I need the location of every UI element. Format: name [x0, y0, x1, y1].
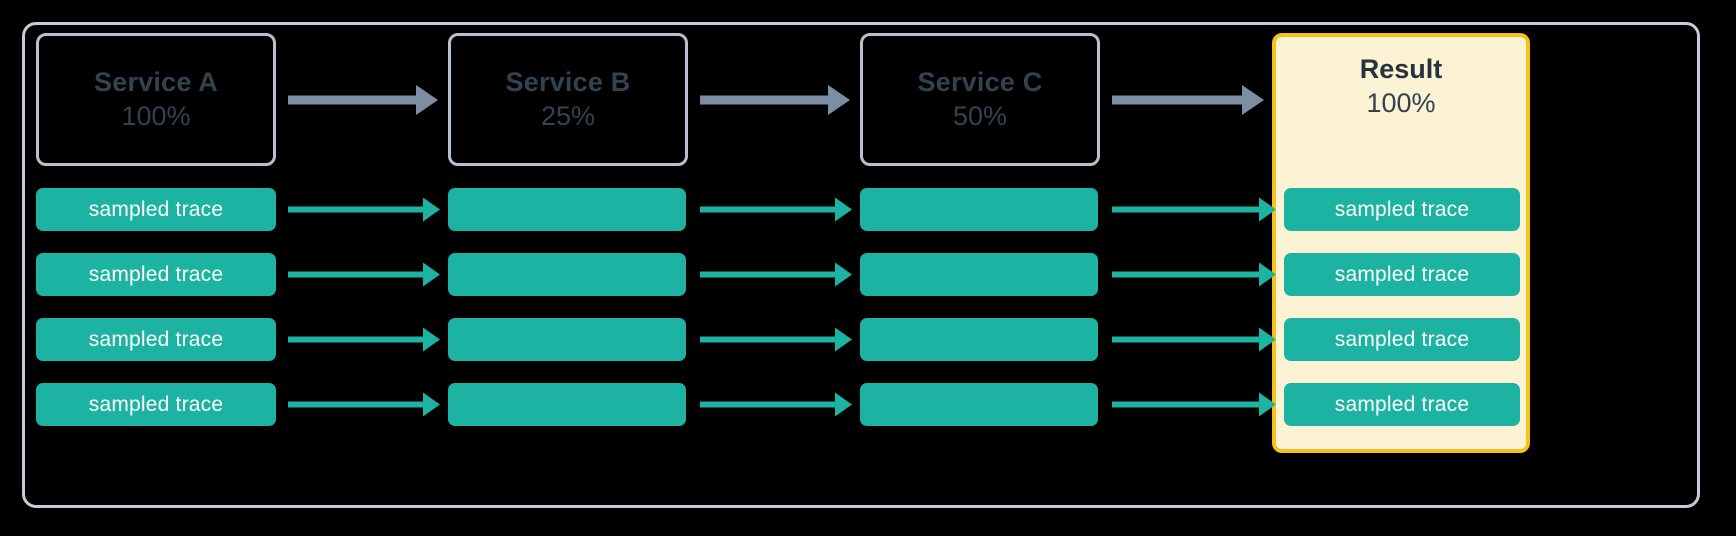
trace-bar-label: sampled trace: [88, 262, 224, 286]
trace-bar[interactable]: [860, 253, 1098, 296]
service-name-b: Service B: [505, 66, 631, 97]
trace-bar-label: sampled trace: [88, 392, 224, 416]
trace-bar[interactable]: [448, 188, 686, 231]
trace-bar[interactable]: sampled trace: [1284, 318, 1520, 361]
trace-bar[interactable]: [448, 253, 686, 296]
service-percent-a: 100%: [121, 100, 191, 131]
trace-bar[interactable]: sampled trace: [36, 253, 276, 296]
trace-bar-label: sampled trace: [88, 197, 224, 221]
result-title: Result: [1359, 54, 1443, 84]
service-box-a[interactable]: Service A 100%: [36, 33, 276, 166]
trace-bar-label: sampled trace: [1334, 262, 1470, 286]
trace-bar-label: sampled trace: [88, 327, 224, 351]
diagram-outer-frame: [22, 22, 1700, 508]
trace-bar[interactable]: [860, 318, 1098, 361]
service-name-c: Service C: [917, 66, 1043, 97]
service-name-a: Service A: [94, 66, 218, 97]
result-percent: 100%: [1366, 87, 1436, 118]
trace-bar-label: sampled trace: [1334, 327, 1470, 351]
result-header: Result 100%: [1276, 54, 1526, 118]
trace-bar[interactable]: [448, 318, 686, 361]
trace-bar-label: sampled trace: [1334, 392, 1470, 416]
trace-bar-label: sampled trace: [1334, 197, 1470, 221]
service-percent-c: 50%: [952, 100, 1008, 131]
trace-bar[interactable]: [860, 383, 1098, 426]
service-box-b[interactable]: Service B 25%: [448, 33, 688, 166]
trace-bar[interactable]: sampled trace: [1284, 253, 1520, 296]
service-box-c[interactable]: Service C 50%: [860, 33, 1100, 166]
trace-bar[interactable]: sampled trace: [1284, 188, 1520, 231]
trace-bar[interactable]: sampled trace: [36, 383, 276, 426]
trace-bar[interactable]: sampled trace: [36, 318, 276, 361]
service-percent-b: 25%: [540, 100, 596, 131]
trace-bar[interactable]: sampled trace: [36, 188, 276, 231]
trace-bar[interactable]: [860, 188, 1098, 231]
trace-bar[interactable]: [448, 383, 686, 426]
trace-bar[interactable]: sampled trace: [1284, 383, 1520, 426]
